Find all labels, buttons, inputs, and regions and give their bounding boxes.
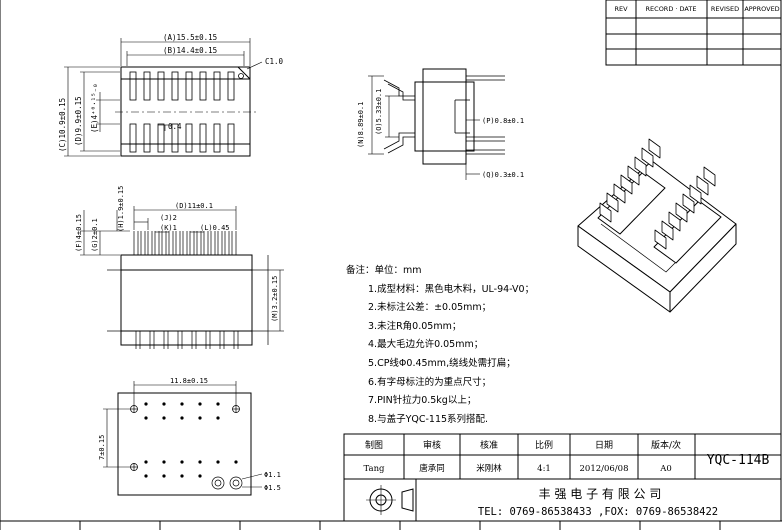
record-date-header: RECORD · DATE [646, 5, 697, 13]
dim-04-label: 0.4 [168, 122, 182, 131]
dim-hole1-label: Φ1.1 [264, 471, 281, 479]
bottom-view [103, 381, 263, 496]
dim-b-label: (B)14.4±0.15 [163, 46, 217, 55]
dim-f-label: (F)4±0.15 [75, 214, 83, 252]
dim-c1-label: C1.0 [265, 57, 284, 66]
revised-header: REVISED [711, 5, 739, 13]
dim-m-label: (M)3.2±0.15 [271, 276, 279, 322]
note-item: 1.成型材料：黑色电木料，UL-94-V0； [368, 283, 535, 295]
isometric-view [577, 138, 737, 313]
dim-g-label: (G)2±0.1 [91, 218, 99, 252]
dim-k-label: (K)1 [160, 224, 177, 232]
dim-d-label: (D)9.9±0.15 [74, 96, 83, 146]
dim-n-label: (N)8.89±0.1 [357, 102, 365, 148]
dim-o-label: (O)5.33±0.1 [375, 89, 383, 135]
company-name: 丰 强 电 子 有 限 公 司 [539, 487, 662, 501]
version-header: 版本/次 [651, 439, 681, 451]
approved-header: APPROVED [744, 5, 779, 13]
dim-c-label: (C)10.9±0.15 [58, 98, 67, 152]
note-item: 6.有字母标注的为重点尺寸； [368, 376, 492, 388]
date-header: 日期 [595, 440, 613, 451]
title-block [343, 433, 782, 522]
top-view [64, 38, 263, 157]
dim-q-label: (Q)0.3±0.1 [482, 171, 524, 179]
dim-hole2-label: Φ1.5 [264, 484, 281, 492]
revision-table [605, 0, 782, 66]
note-item: 8.与盖子YQC-115系列搭配. [368, 413, 489, 425]
notes-block: 备注：单位：mm 1.成型材料：黑色电木料，UL-94-V0； 2.未标注公差：… [346, 262, 534, 429]
dim-p-label: (P)0.8±0.1 [482, 117, 524, 125]
note-item: 3.未注R角0.05mm； [368, 320, 462, 332]
dim-j-label: (J)2 [160, 214, 177, 222]
drawn-by-header: 制图 [365, 439, 383, 451]
scale-value: 4:1 [537, 464, 551, 474]
notes-title: 备注：单位：mm [346, 265, 422, 276]
dim-d11-label: (D)11±0.1 [175, 202, 213, 210]
note-item: 4.最大毛边允许0.05mm； [368, 339, 484, 351]
dim-bottom-height-label: 7±0.15 [98, 435, 106, 460]
dim-a-label: (A)15.5±0.15 [163, 33, 217, 42]
company-contact: TEL: 0769-86538433 ,FOX: 0769-86538422 [478, 506, 718, 518]
dim-bottom-width-label: 11.8±0.15 [170, 377, 208, 385]
note-item: 2.未标注公差：±0.05mm； [368, 302, 492, 314]
front-view [80, 206, 284, 349]
approved-by-header: 核准 [480, 439, 498, 451]
scale-header: 比例 [535, 439, 553, 451]
dim-h-label: (H)1.9±0.15 [117, 186, 125, 232]
checked-by-value: 唐承同 [419, 463, 445, 474]
checked-by-header: 审核 [423, 439, 441, 451]
rev-header: REV [614, 5, 628, 13]
date-value: 2012/06/08 [580, 464, 629, 474]
side-view [368, 68, 505, 180]
note-item: 7.PIN针拉力0.5kg以上； [368, 395, 477, 407]
part-number: YQC-114B [707, 453, 770, 468]
drawn-by-value: Tang [364, 464, 386, 474]
approved-by-value: 米刚林 [476, 463, 502, 474]
dim-l-label: (L)0.45 [200, 224, 230, 232]
version-value: A0 [659, 464, 672, 474]
dim-e-label: (E)4⁺⁰·¹⁵₋₀ [90, 83, 99, 133]
note-item: 5.CP线Φ0.45mm,绕线处需打扁； [368, 357, 516, 369]
